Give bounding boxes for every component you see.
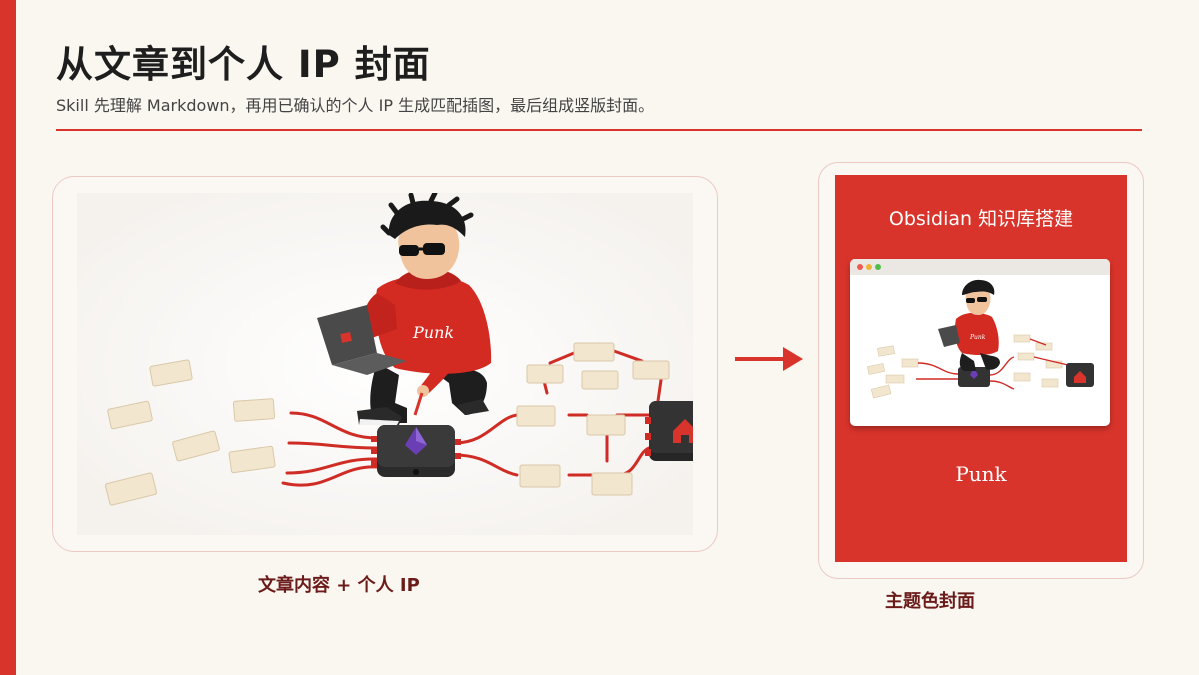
browser-title-bar [850,259,1110,275]
note-cards-left [104,359,276,506]
hoodie-print-text: Punk [412,323,454,342]
crystal-hub-box [371,425,461,477]
window-close-dot [857,264,863,270]
punk-knowledge-illustration: Punk [77,193,693,535]
mini-illustration: Punk [858,279,1102,421]
vertical-cover: Obsidian 知识库搭建 [835,175,1127,562]
cover-card: Obsidian 知识库搭建 [818,162,1144,579]
home-hub-box [645,401,693,461]
page-subtitle: Skill 先理解 Markdown，再用已确认的个人 IP 生成匹配插图，最后… [56,96,655,115]
punk-character: Punk [317,193,492,425]
title-divider [56,129,1142,131]
arrow-right-icon [735,347,803,371]
page-title: 从文章到个人 IP 封面 [56,43,431,86]
caption-theme-cover: 主题色封面 [885,591,975,612]
cover-brand-signature: Punk [955,462,1007,486]
window-minimize-dot [866,264,872,270]
note-cards-network [516,342,670,496]
caption-article-ip: 文章内容 + 个人 IP [258,575,420,596]
accent-side-bar [0,0,16,675]
window-zoom-dot [875,264,881,270]
mini-hoodie-print-text: Punk [969,334,986,341]
illustration-card: Punk [52,176,718,552]
browser-window-mockup: Punk [850,259,1110,426]
cover-title: Obsidian 知识库搭建 [888,208,1074,230]
